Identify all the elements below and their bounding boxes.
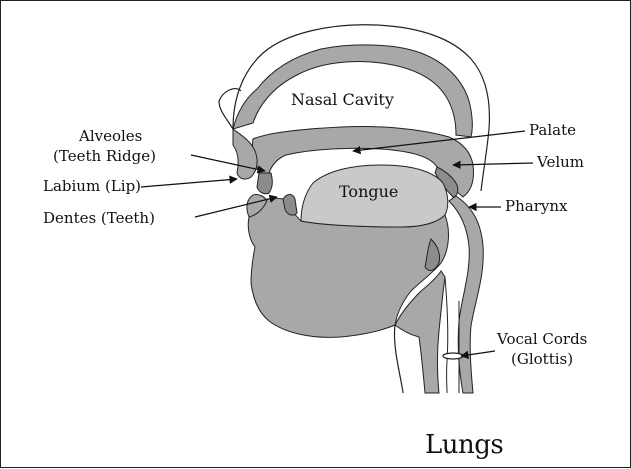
label-nasal-cavity: Nasal Cavity <box>291 90 394 109</box>
label-vocal-cords-line1: Vocal Cords <box>496 330 587 348</box>
label-alveoles-line1: Alveoles <box>78 127 142 145</box>
arrow-labium <box>141 179 237 187</box>
label-vocal-cords-line2: (Glottis) <box>511 350 573 368</box>
label-velum: Velum <box>536 153 584 171</box>
label-alveoles-line2: (Teeth Ridge) <box>53 147 156 165</box>
trachea-left-wall <box>445 277 448 393</box>
glottis-shape <box>443 353 463 359</box>
upper-lip <box>233 129 257 179</box>
label-dentes: Dentes (Teeth) <box>43 209 155 227</box>
neck-front-line <box>394 325 403 393</box>
label-pharynx: Pharynx <box>505 197 568 215</box>
label-lungs: Lungs <box>425 430 503 460</box>
label-palate: Palate <box>529 121 576 139</box>
upper-teeth <box>257 173 272 194</box>
neck-tissue <box>449 196 483 393</box>
label-tongue: Tongue <box>339 182 398 201</box>
label-labium: Labium (Lip) <box>43 177 141 195</box>
